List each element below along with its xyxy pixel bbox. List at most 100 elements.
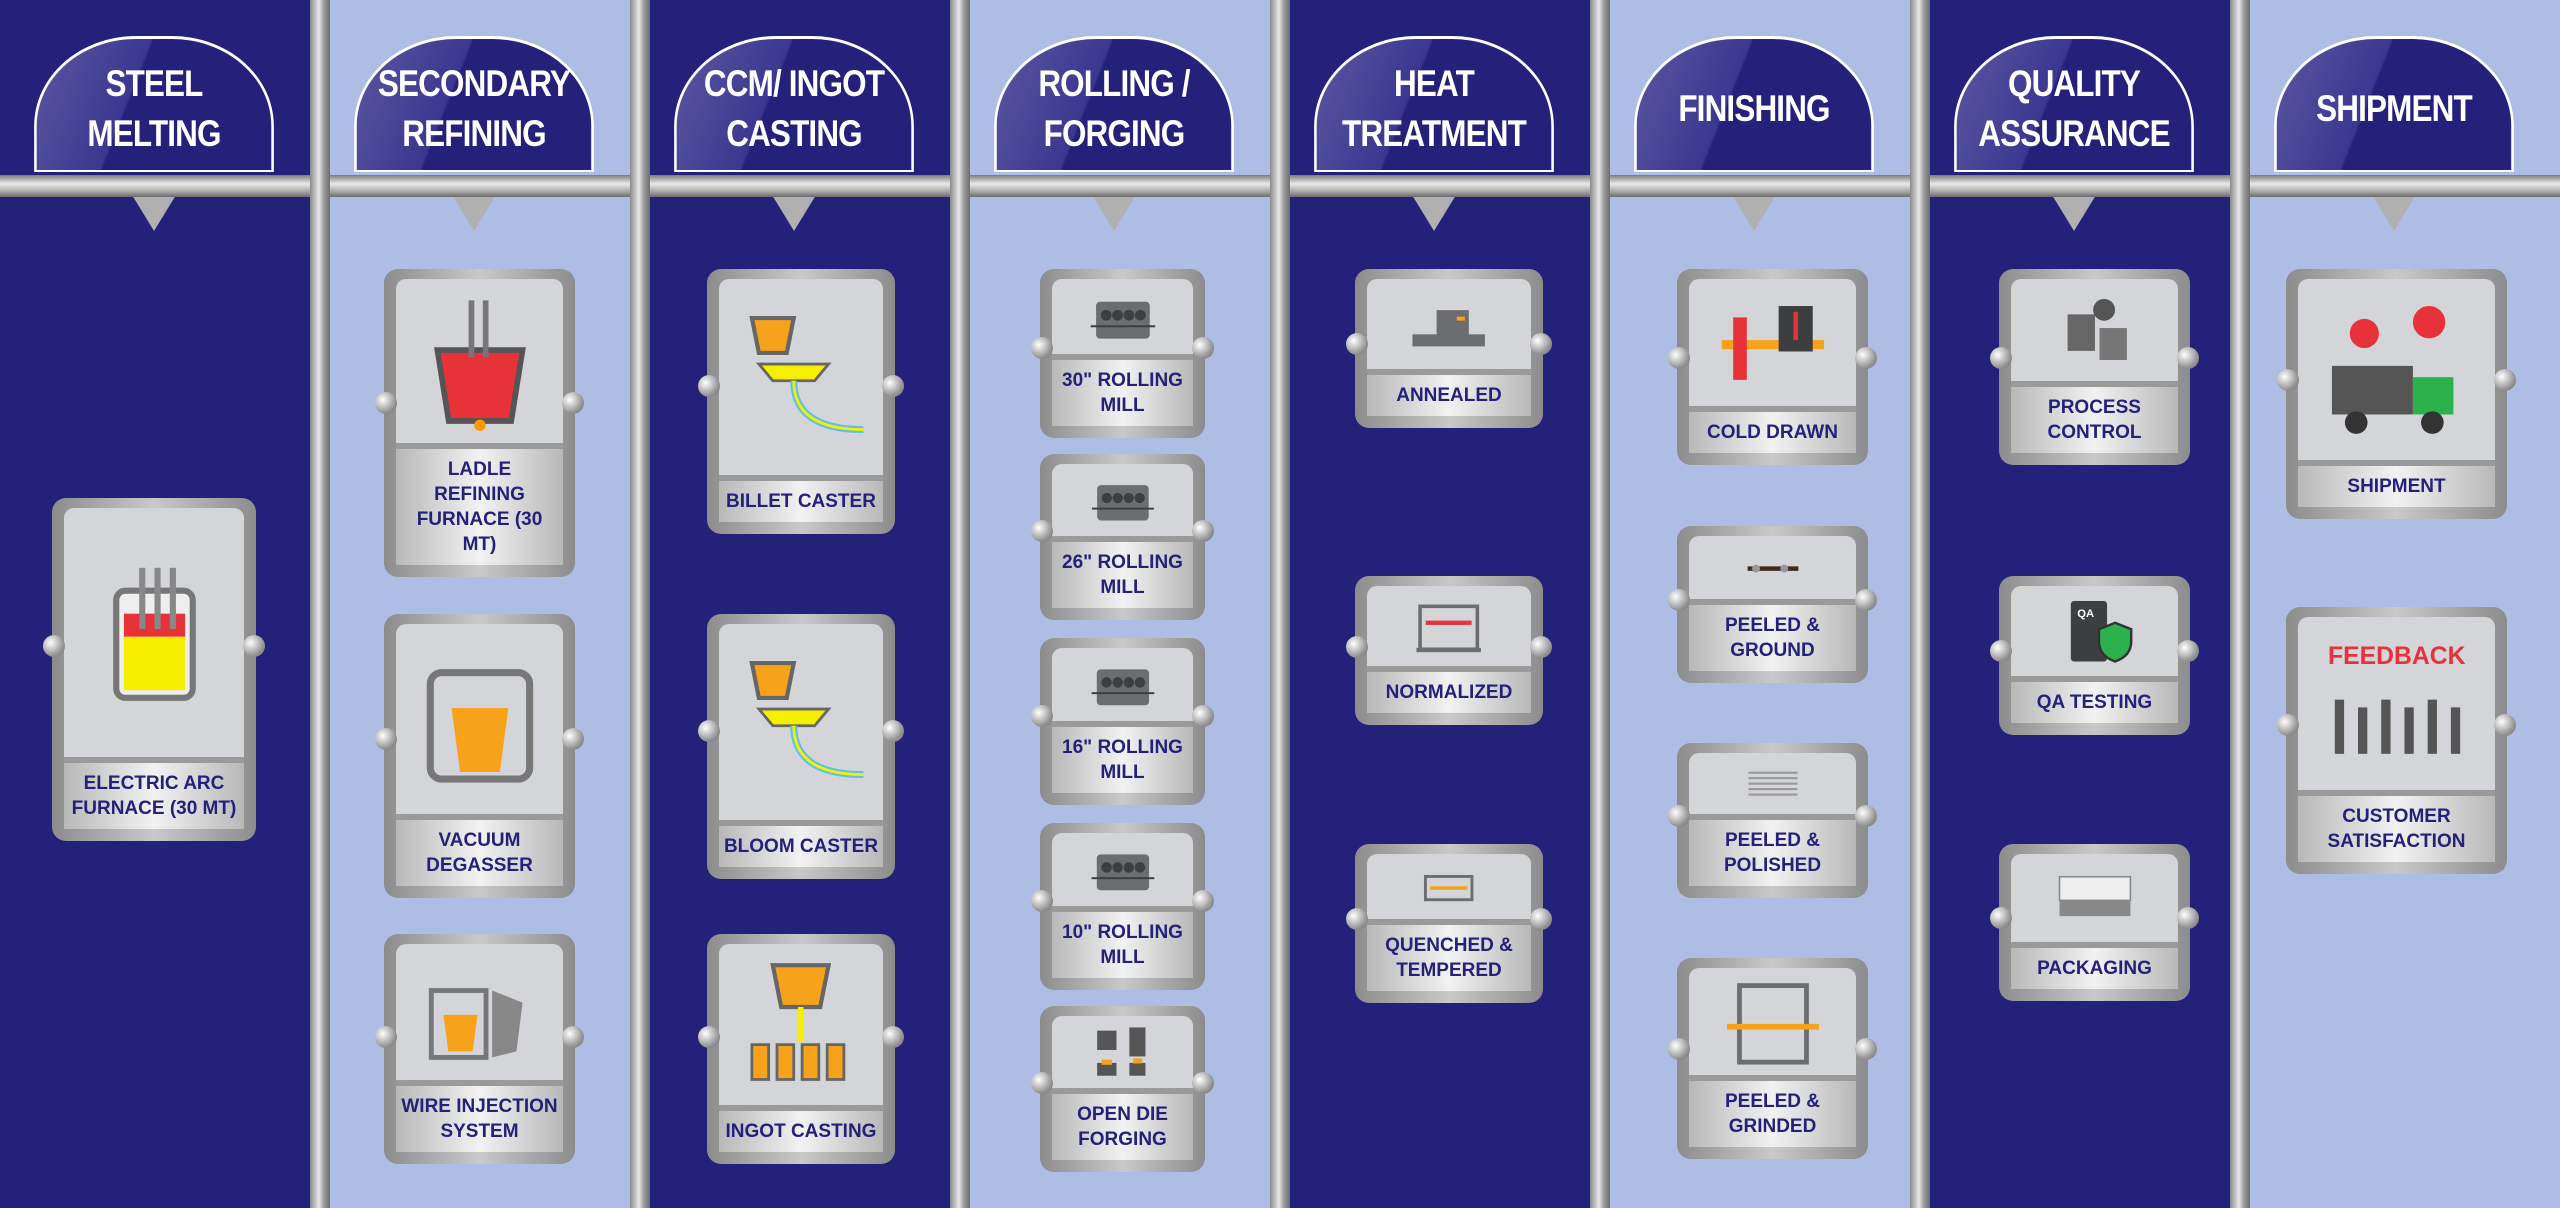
bolt-icon <box>1855 805 1877 827</box>
bolt-icon <box>375 392 397 415</box>
bolt-icon <box>1668 588 1690 611</box>
card-label: 10" ROLLING MILL <box>1052 906 1193 978</box>
mill-icon <box>1052 648 1193 721</box>
process-card: VACUUM DEGASSER <box>375 614 584 898</box>
pointer-icon <box>1412 195 1456 231</box>
bolt-icon <box>1346 332 1368 355</box>
bolt-icon <box>1346 907 1368 930</box>
process-card: 26" ROLLING MILL <box>1031 454 1214 620</box>
bolt-icon <box>2177 906 2199 929</box>
mill-icon <box>1052 464 1193 536</box>
card-label: ELECTRIC ARC FURNACE (30 MT) <box>64 757 244 829</box>
bolt-icon <box>2277 713 2299 736</box>
divider-pole <box>1910 0 1930 1208</box>
pointer-icon <box>2372 195 2416 231</box>
bolt-icon <box>698 720 720 742</box>
bolt-icon <box>562 727 584 750</box>
process-card: SHIPMENT <box>2277 269 2516 519</box>
card-label: SHIPMENT <box>2298 460 2495 507</box>
card-label: CUSTOMER SATISFACTION <box>2298 790 2495 862</box>
bolt-icon <box>562 1026 584 1048</box>
card-label: 30" ROLLING MILL <box>1052 354 1193 426</box>
process-card: QA QA TESTING <box>1990 576 2199 735</box>
divider-pole <box>630 0 650 1208</box>
pointer-icon <box>132 195 176 231</box>
wire-icon <box>396 944 563 1080</box>
mill-icon <box>1052 833 1193 906</box>
process-card: PEELED & POLISHED <box>1668 743 1877 898</box>
stage-header: CCM/ INGOT CASTING <box>674 36 914 172</box>
bolt-icon <box>375 727 397 750</box>
process-card: PROCESS CONTROL <box>1990 269 2199 465</box>
feedback-badge: FEEDBACK <box>2328 643 2466 670</box>
process-card: ELECTRIC ARC FURNACE (30 MT) <box>43 498 265 841</box>
bolt-icon <box>1530 332 1552 355</box>
bolt-icon <box>698 375 720 397</box>
bolt-icon <box>1855 347 1877 370</box>
bolt-icon <box>2494 369 2516 391</box>
forge-icon <box>1052 1016 1193 1088</box>
quench-icon <box>1367 854 1531 919</box>
process-card: PEELED & GROUND <box>1668 526 1877 683</box>
pointer-icon <box>1732 195 1776 231</box>
bolt-icon <box>1668 1038 1690 1061</box>
card-label: WIRE INJECTION SYSTEM <box>396 1080 563 1152</box>
card-label: LADLE REFINING FURNACE (30 MT) <box>396 443 563 565</box>
bolt-icon <box>1192 520 1214 543</box>
card-label: ANNEALED <box>1367 369 1531 416</box>
bolt-icon <box>43 635 65 658</box>
caster-icon <box>719 624 883 820</box>
card-label: 26" ROLLING MILL <box>1052 536 1193 608</box>
bolt-icon <box>1031 520 1053 543</box>
pointer-icon <box>452 195 496 231</box>
divider-pole <box>950 0 970 1208</box>
pointer-icon <box>1092 195 1136 231</box>
bolt-icon <box>1855 1038 1877 1061</box>
process-card: 10" ROLLING MILL <box>1031 823 1214 990</box>
cold-icon <box>1689 279 1856 406</box>
bolt-icon <box>698 1026 720 1048</box>
process-card: BILLET CASTER <box>698 269 904 534</box>
pointer-icon <box>2052 195 2096 231</box>
bolt-icon <box>1530 635 1552 658</box>
anneal-icon <box>1367 279 1531 369</box>
process-card: QUENCHED & TEMPERED <box>1346 844 1552 1003</box>
bolt-icon <box>1346 635 1368 658</box>
ladle-icon <box>396 279 563 443</box>
bolt-icon <box>1990 906 2012 929</box>
card-label: BILLET CASTER <box>719 475 883 522</box>
card-label: PEELED & GRINDED <box>1689 1075 1856 1147</box>
bolt-icon <box>1192 1072 1214 1095</box>
process-card: NORMALIZED <box>1346 576 1552 725</box>
stage-header: FINISHING <box>1634 36 1874 172</box>
bolt-icon <box>882 375 904 397</box>
stage-header: ROLLING / FORGING <box>994 36 1234 172</box>
bolt-icon <box>1192 704 1214 727</box>
stage-header: SECONDARY REFINING <box>354 36 594 172</box>
card-label: PEELED & GROUND <box>1689 599 1856 671</box>
card-label: BLOOM CASTER <box>719 820 883 867</box>
normal-icon <box>1367 586 1531 666</box>
pointer-icon <box>772 195 816 231</box>
bolt-icon <box>1031 1072 1053 1095</box>
process-icon <box>2011 279 2178 381</box>
feedback-icon: FEEDBACK <box>2298 617 2495 790</box>
process-card: ANNEALED <box>1346 269 1552 428</box>
mill-icon <box>1052 279 1193 354</box>
stage-header: HEAT TREATMENT <box>1314 36 1554 172</box>
grind-icon <box>1689 968 1856 1075</box>
bolt-icon <box>243 635 265 658</box>
process-card: COLD DRAWN <box>1668 269 1877 465</box>
bolt-icon <box>1192 889 1214 912</box>
bolt-icon <box>2177 639 2199 662</box>
shaft-icon <box>1689 536 1856 599</box>
bolt-icon <box>882 720 904 742</box>
bolt-icon <box>2277 369 2299 391</box>
process-card: LADLE REFINING FURNACE (30 MT) <box>375 269 584 577</box>
card-label: QUENCHED & TEMPERED <box>1367 919 1531 991</box>
degasser-icon <box>396 624 563 814</box>
bolt-icon <box>1668 805 1690 827</box>
process-card: 30" ROLLING MILL <box>1031 269 1214 438</box>
bolt-icon <box>1031 704 1053 727</box>
card-label: PEELED & POLISHED <box>1689 814 1856 886</box>
